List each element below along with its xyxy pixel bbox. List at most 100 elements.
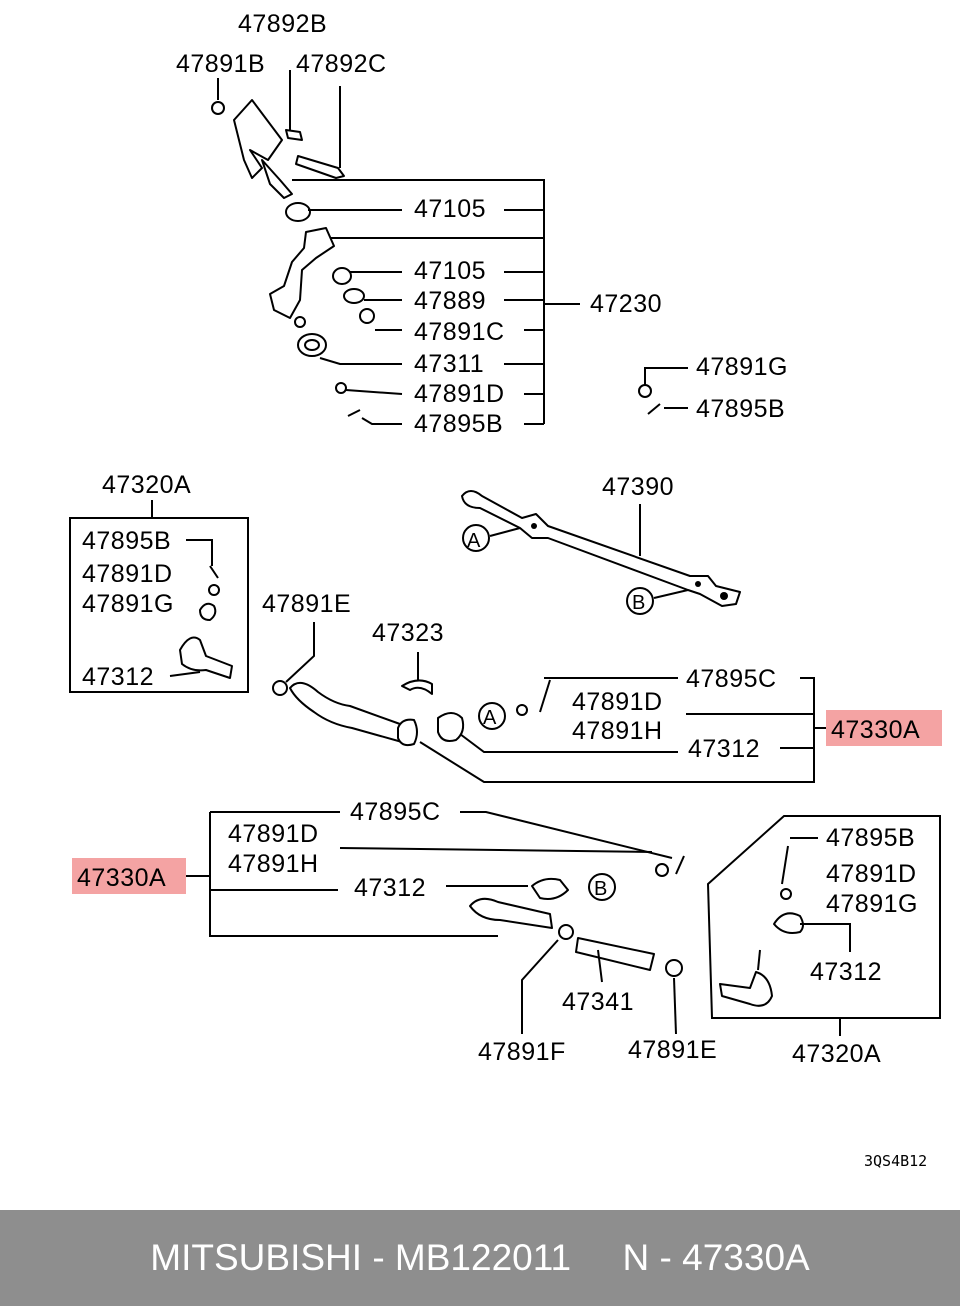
highlight-47330A-left [72, 858, 186, 894]
bracket-47330A-left [209, 812, 498, 937]
nut-47891D-top [335, 382, 347, 394]
label-47891G-box: 47891G [82, 590, 174, 618]
label-47891B: 47891B [176, 50, 265, 78]
label-47895C-up: 47895C [686, 665, 777, 693]
bolt-47892C [295, 155, 345, 179]
nut-47891F [558, 924, 574, 940]
relay-rod [461, 490, 741, 615]
label-47889: 47889 [414, 287, 486, 315]
idler-arm-assembly [211, 70, 688, 425]
idler-arm-pin [294, 316, 306, 328]
leader-47891F [521, 939, 559, 1034]
relay-rod-47390 [461, 490, 741, 607]
bushing-47105-lower [332, 267, 352, 285]
callout-circle-A1 [462, 524, 490, 552]
label-47312-box: 47312 [82, 663, 154, 691]
label-47891H-mid: 47891H [572, 717, 663, 745]
label-47311: 47311 [414, 350, 484, 378]
tie-rod-end-left-box [69, 500, 249, 693]
leader-47891D [345, 389, 403, 395]
callout-B2: B [594, 878, 608, 900]
boot-47312-low [531, 877, 569, 900]
label-47891D-top: 47891D [414, 380, 505, 408]
adjusting-tube-47341 [575, 937, 655, 971]
relay-rod-hole-end [720, 592, 728, 600]
bolt-47892B [285, 129, 303, 141]
label-47390: 47390 [602, 473, 674, 501]
label-47892C: 47892C [296, 50, 387, 78]
idler-arm-body [269, 227, 335, 319]
clip-47323 [401, 679, 433, 695]
washer-47889 [343, 288, 365, 304]
leader-47891E [285, 622, 315, 683]
label-47891D-mid: 47891D [572, 688, 663, 716]
cotter-pin-47895B-top [347, 409, 361, 417]
callout-B1: B [632, 592, 646, 614]
label-47330A-right: 47330A [831, 716, 920, 744]
relay-rod-hole-A [531, 523, 537, 529]
label-47320A-left: 47320A [102, 471, 191, 499]
nut-47891B [211, 101, 225, 115]
leader-47312-mid [459, 733, 678, 753]
pin-47895B-rbox [781, 845, 789, 885]
label-47891E: 47891E [262, 590, 351, 618]
footer-text: MITSUBISHI - MB122011 N - 47330A [150, 1237, 810, 1278]
leader-47895C-low-r [460, 811, 673, 859]
label-47320A-right: 47320A [792, 1040, 881, 1068]
label-47895B-rbox: 47895B [826, 824, 915, 852]
cotter-pin-47895C-low [675, 855, 685, 875]
leader-47311 [319, 357, 402, 365]
label-47312-mid: 47312 [688, 735, 760, 763]
bracket-stem [261, 159, 293, 199]
tie-rod-end-47312-box [179, 636, 233, 679]
highlight-47330A-right [826, 710, 942, 746]
footer-bar: MITSUBISHI - MB122011 N - 47330A [0, 1210, 960, 1306]
label-47312-low: 47312 [354, 874, 426, 902]
label-47230: 47230 [590, 290, 662, 318]
label-47312-rbox: 47312 [810, 958, 882, 986]
leader-47891E-low [673, 977, 677, 1035]
label-47895B-box: 47895B [82, 527, 171, 555]
leader-47341 [597, 949, 603, 983]
tie-rod-end-joint [397, 718, 418, 747]
label-47891H-low: 47891H [228, 850, 319, 878]
callout-A1: A [467, 530, 481, 552]
label-47892B: 47892B [238, 10, 327, 38]
tie-rod-end-47312-low [469, 897, 553, 929]
nut-47891G [638, 384, 652, 398]
stud-47312-rbox [757, 949, 761, 971]
relay-rod-hole-B [695, 581, 701, 587]
leader-B1 [653, 589, 689, 599]
leader-47312-box [169, 671, 201, 677]
bracket-part [233, 99, 283, 179]
boot-47891G-box [199, 602, 217, 621]
label-47895B-right: 47895B [696, 395, 785, 423]
tie-rod-upper [272, 622, 942, 783]
tie-rod-47330A-upper [289, 681, 403, 743]
leader-47312-rbox [800, 923, 851, 952]
callout-A2: A [483, 707, 497, 729]
nut-47891C [359, 308, 375, 324]
boot-47311-inner [304, 339, 320, 351]
label-47891D-rbox: 47891D [826, 860, 917, 888]
callout-circle-B1 [626, 587, 654, 615]
label-group: 47892B 47891B 47892C 47105 47105 47889 4… [77, 10, 927, 1170]
label-47891G-right: 47891G [696, 353, 788, 381]
pin-47895B-box [209, 565, 219, 579]
box-47320A-left [69, 517, 249, 693]
label-47895C-low: 47895C [350, 798, 441, 826]
callout-circle-B2 [588, 873, 616, 901]
leader-47891G [644, 367, 688, 385]
label-47891E-low: 47891E [628, 1036, 717, 1064]
tie-rod-lower [72, 811, 685, 1035]
boot-47312-upper [437, 712, 465, 742]
bracket-47230 [292, 179, 545, 424]
bracket-47330A-right [419, 677, 815, 783]
label-47323: 47323 [372, 619, 444, 647]
label-47330A-left: 47330A [77, 864, 166, 892]
label-47891C: 47891C [414, 318, 505, 346]
cotter-pin-47895C-upper [539, 679, 551, 713]
tie-rod-end-47312-rbox [719, 971, 773, 1007]
label-47341: 47341 [562, 988, 634, 1016]
label-47891G-rbox: 47891G [826, 890, 918, 918]
